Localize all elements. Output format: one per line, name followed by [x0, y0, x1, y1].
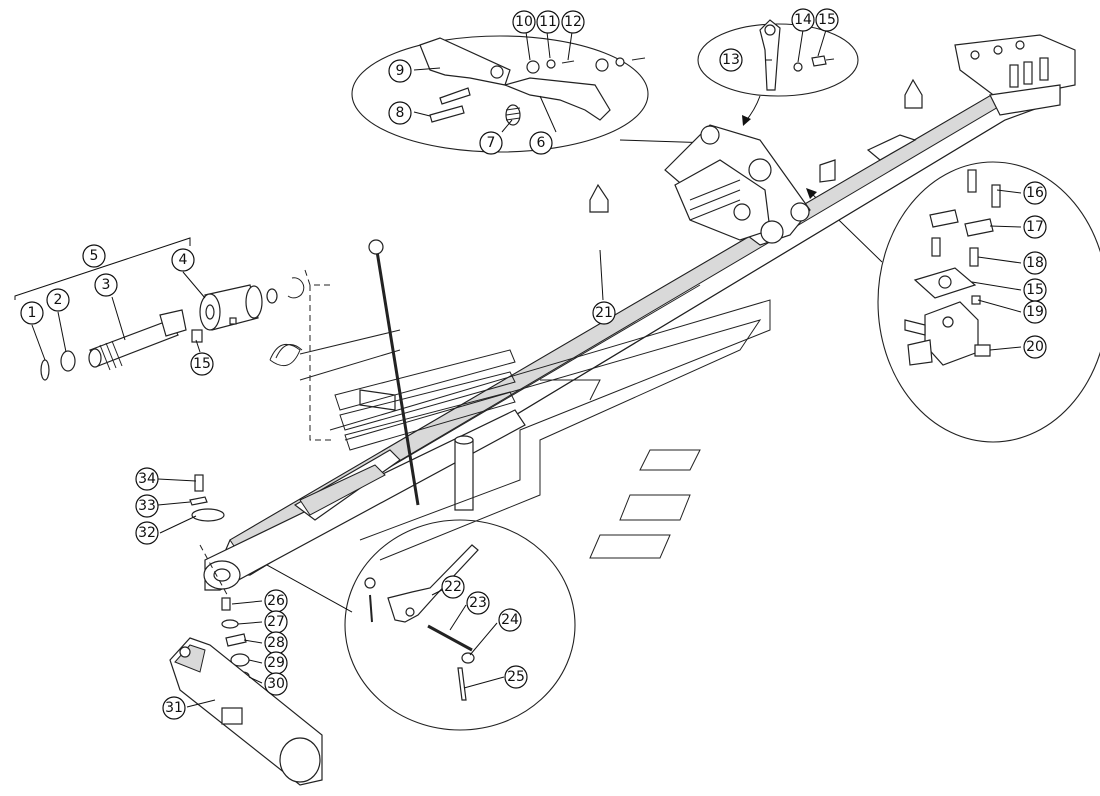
detail-circle-top-right: [697, 23, 859, 97]
svg-text:2: 2: [54, 292, 63, 308]
leader-lines: [31, 29, 1022, 708]
callout-31: 31: [162, 696, 186, 720]
svg-text:5: 5: [90, 248, 99, 264]
callout-15-left: 15: [190, 352, 214, 376]
callout-25: 25: [504, 665, 528, 689]
svg-text:8: 8: [396, 105, 405, 121]
svg-text:31: 31: [165, 700, 183, 716]
svg-text:22: 22: [444, 579, 462, 595]
callout-5: 5: [82, 244, 106, 268]
svg-text:32: 32: [138, 525, 156, 541]
detail-right-gearbox: [904, 169, 1001, 366]
svg-text:9: 9: [396, 63, 405, 79]
svg-text:15: 15: [1026, 282, 1044, 298]
callout-4: 4: [171, 248, 195, 272]
svg-text:27: 27: [267, 614, 285, 630]
callout-10: 10: [512, 10, 536, 34]
hinge-joint: [664, 124, 811, 246]
callout-21: 21: [592, 301, 616, 325]
callout-29: 29: [264, 651, 288, 675]
callout-3: 3: [94, 273, 118, 297]
svg-text:19: 19: [1026, 304, 1044, 320]
callout-8: 8: [388, 101, 412, 125]
callout-30: 30: [264, 672, 288, 696]
callout-12: 12: [561, 10, 585, 34]
lower-boom: [203, 409, 526, 591]
decorative-strips: [304, 269, 771, 561]
svg-text:11: 11: [539, 14, 557, 30]
callout-17: 17: [1023, 215, 1047, 239]
svg-text:17: 17: [1026, 219, 1044, 235]
callout-22: 22: [441, 575, 465, 599]
detail-top-right-parts: [759, 19, 835, 91]
detail-circle-right: [877, 161, 1100, 443]
callout-9: 9: [388, 59, 412, 83]
callout-16: 16: [1023, 181, 1047, 205]
callout-7: 7: [479, 131, 503, 155]
svg-text:7: 7: [487, 135, 496, 151]
svg-text:33: 33: [138, 498, 156, 514]
bottom-left-parts: [169, 474, 323, 786]
callout-34: 34: [135, 467, 159, 491]
svg-text:30: 30: [267, 676, 285, 692]
svg-text:13: 13: [722, 52, 740, 68]
svg-text:10: 10: [515, 14, 533, 30]
detail-bottom-parts: [364, 544, 479, 701]
callout-32: 32: [135, 521, 159, 545]
svg-text:1: 1: [28, 305, 37, 321]
svg-text:18: 18: [1026, 255, 1044, 271]
svg-text:6: 6: [537, 135, 546, 151]
svg-text:4: 4: [179, 252, 188, 268]
main-boom: [214, 34, 1076, 576]
callout-15-top: 15: [815, 8, 839, 32]
callout-19: 19: [1023, 300, 1047, 324]
svg-text:23: 23: [469, 595, 487, 611]
callout-13: 13: [719, 48, 743, 72]
callout-27: 27: [264, 610, 288, 634]
svg-text:15: 15: [818, 12, 836, 28]
svg-text:28: 28: [267, 635, 285, 651]
svg-text:12: 12: [564, 14, 582, 30]
svg-text:21: 21: [595, 305, 613, 321]
svg-text:16: 16: [1026, 185, 1044, 201]
arrowhead: [806, 188, 817, 199]
callout-15-right: 15: [1023, 278, 1047, 302]
callout-24: 24: [498, 608, 522, 632]
svg-text:34: 34: [138, 471, 156, 487]
detail-top-left-parts: [419, 37, 646, 126]
callout-6: 6: [529, 131, 553, 155]
svg-text:24: 24: [501, 612, 519, 628]
svg-text:14: 14: [794, 12, 812, 28]
callout-11: 11: [536, 10, 560, 34]
callout-2: 2: [46, 288, 70, 312]
driveshaft-group: [14, 237, 305, 381]
callout-18: 18: [1023, 251, 1047, 275]
callout-14: 14: [791, 8, 815, 32]
callout-28: 28: [264, 631, 288, 655]
detail-circle-top-left: [351, 35, 649, 153]
callout-20: 20: [1023, 335, 1047, 359]
callout-33: 33: [135, 494, 159, 518]
svg-text:20: 20: [1026, 339, 1044, 355]
svg-text:26: 26: [267, 593, 285, 609]
callout-23: 23: [466, 591, 490, 615]
callout-1: 1: [20, 301, 44, 325]
callout-26: 26: [264, 589, 288, 613]
svg-text:15: 15: [193, 356, 211, 372]
arrowhead: [742, 115, 751, 126]
svg-text:25: 25: [507, 669, 525, 685]
detail-circle-bottom: [344, 519, 576, 731]
svg-text:3: 3: [102, 277, 111, 293]
svg-text:29: 29: [267, 655, 285, 671]
detail-arrow-bottom: [257, 559, 353, 613]
